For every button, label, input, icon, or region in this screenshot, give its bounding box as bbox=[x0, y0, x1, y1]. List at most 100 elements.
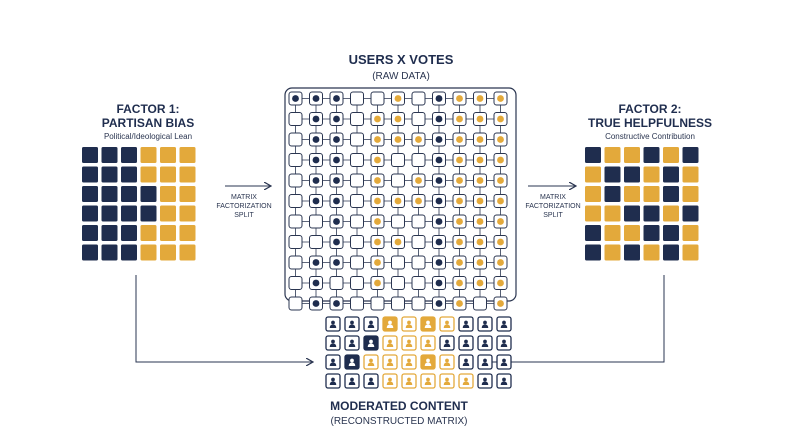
factor1-cell bbox=[82, 205, 98, 222]
matrix-cell bbox=[391, 296, 405, 311]
factor2-cell bbox=[624, 166, 640, 183]
vote-dot-navy bbox=[435, 95, 443, 102]
factor2-cell bbox=[604, 147, 621, 163]
vote-dot-navy bbox=[312, 259, 320, 266]
vote-dot-gold bbox=[374, 197, 381, 205]
factor2-cell bbox=[682, 244, 699, 261]
moderated-cell bbox=[420, 316, 436, 332]
factor2-cell bbox=[643, 244, 660, 261]
vote-dot-gold bbox=[476, 279, 484, 287]
matrix-cell bbox=[309, 235, 323, 249]
vote-dot-navy bbox=[435, 177, 443, 184]
vote-dot-navy bbox=[435, 197, 443, 205]
matrix-cell bbox=[350, 235, 364, 249]
factor2-cell bbox=[585, 225, 601, 241]
factor1-cell bbox=[179, 205, 196, 222]
vote-dot-gold bbox=[415, 197, 422, 205]
factor1-cell bbox=[179, 147, 196, 163]
vote-dot-gold bbox=[476, 115, 484, 123]
vote-dot-navy bbox=[435, 300, 443, 307]
moderated-title: MODERATED CONTENT bbox=[330, 399, 468, 413]
vote-dot-gold bbox=[456, 259, 463, 266]
factor2-title-line1: FACTOR 2: bbox=[618, 102, 681, 116]
matrix-cell bbox=[411, 276, 426, 290]
vote-dot-gold bbox=[497, 115, 504, 123]
vote-dot-gold bbox=[456, 95, 463, 102]
vote-dot-gold bbox=[497, 218, 504, 225]
factor1-cell bbox=[121, 225, 137, 241]
moderated-cell bbox=[458, 373, 474, 389]
vote-dot-navy bbox=[435, 279, 443, 287]
factor2-subtitle: Constructive Contribution bbox=[605, 132, 695, 141]
matrix-cell bbox=[350, 153, 364, 167]
moderated-cell bbox=[401, 354, 417, 370]
arrow-factor2-to-moderated bbox=[485, 275, 665, 362]
moderated-cell bbox=[382, 316, 398, 332]
vote-dot-gold bbox=[394, 115, 402, 123]
factor1-cell bbox=[179, 244, 196, 261]
factor2-cell bbox=[663, 205, 679, 222]
factor1-cell bbox=[160, 166, 176, 183]
factor2-cell bbox=[643, 205, 660, 222]
vote-dot-navy bbox=[312, 156, 320, 164]
factor2-title-line2: TRUE HELPFULNESS bbox=[588, 116, 712, 130]
matrix-cell bbox=[288, 296, 303, 311]
factor1-cell bbox=[179, 186, 196, 202]
factor1-cell bbox=[121, 147, 137, 163]
factor1-cell bbox=[101, 244, 118, 261]
vote-dot-gold bbox=[456, 136, 463, 143]
vote-dot-gold bbox=[456, 279, 463, 287]
factor2-cell bbox=[624, 205, 640, 222]
factor2-cell bbox=[682, 166, 699, 183]
factor1-cell bbox=[160, 186, 176, 202]
moderated-cell bbox=[477, 316, 493, 332]
moderated-cell bbox=[401, 373, 417, 389]
matrix-cell bbox=[350, 255, 364, 270]
vote-dot-gold bbox=[456, 156, 463, 164]
center-title: USERS X VOTES bbox=[349, 52, 454, 67]
vote-dot-gold bbox=[497, 156, 504, 164]
moderated-cell bbox=[496, 373, 512, 389]
moderated-cell bbox=[325, 335, 341, 351]
vote-dot-gold bbox=[456, 218, 463, 225]
moderated-subtitle: (RECONSTRUCTED MATRIX) bbox=[330, 416, 467, 427]
vote-dot-gold bbox=[497, 279, 504, 287]
moderated-cell bbox=[477, 373, 493, 389]
moderated-cell bbox=[458, 335, 474, 351]
arrow-left-label-2: FACTORIZATION bbox=[216, 203, 271, 210]
factor2-cell bbox=[585, 186, 601, 202]
factor1-cell bbox=[121, 244, 137, 261]
factor1-cell bbox=[140, 147, 157, 163]
raw-matrix bbox=[288, 91, 508, 311]
vote-dot-gold bbox=[374, 177, 381, 184]
vote-dot-gold bbox=[456, 115, 463, 123]
moderated-cell bbox=[363, 354, 379, 370]
vote-dot-navy bbox=[312, 177, 320, 184]
factor1-cell bbox=[179, 225, 196, 241]
moderated-cell bbox=[496, 316, 512, 332]
moderated-cell bbox=[458, 316, 474, 332]
factor2-cell bbox=[604, 244, 621, 261]
matrix-cell bbox=[391, 255, 405, 270]
vote-dot-navy bbox=[435, 218, 443, 225]
moderated-cell bbox=[325, 354, 341, 370]
vote-dot-gold bbox=[374, 238, 381, 246]
vote-dot-navy bbox=[312, 279, 320, 287]
moderated-cell bbox=[420, 335, 436, 351]
factor2-cell bbox=[663, 186, 679, 202]
factor1-cell bbox=[101, 205, 118, 222]
moderated-cell bbox=[382, 373, 398, 389]
matrix-cell bbox=[350, 296, 364, 311]
vote-dot-gold bbox=[497, 95, 504, 102]
vote-dot-gold bbox=[476, 218, 484, 225]
vote-dot-gold bbox=[394, 197, 402, 205]
factor2-cell bbox=[585, 205, 601, 222]
vote-dot-gold bbox=[497, 177, 504, 184]
vote-dot-navy bbox=[333, 177, 340, 184]
factor2-cell bbox=[643, 225, 660, 241]
factor2-cell bbox=[604, 205, 621, 222]
vote-dot-navy bbox=[333, 95, 340, 102]
matrix-cell bbox=[411, 153, 426, 167]
vote-dot-navy bbox=[435, 115, 443, 123]
